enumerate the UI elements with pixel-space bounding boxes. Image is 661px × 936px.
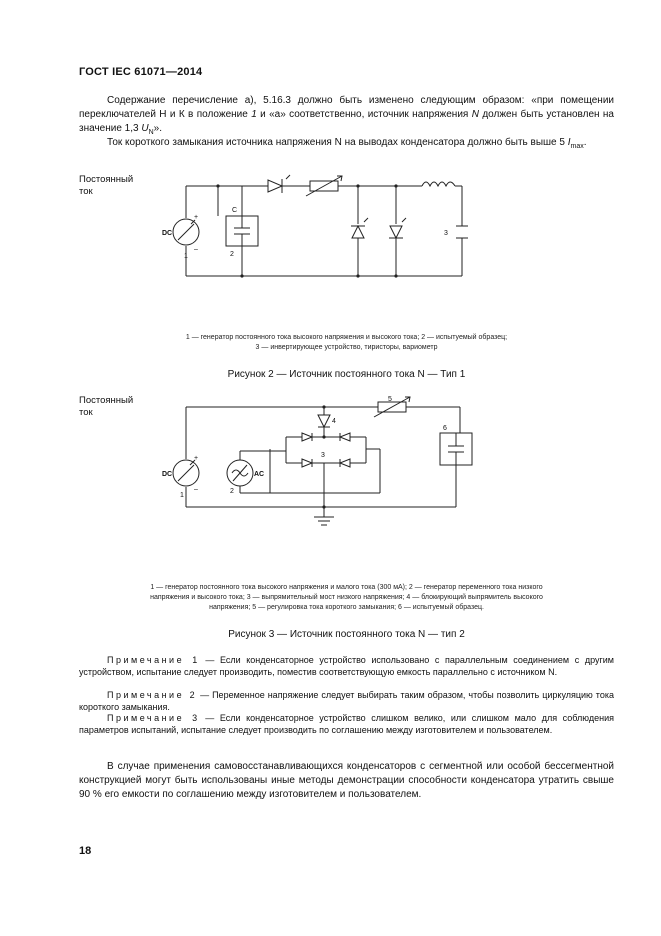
intro-paragraph-1: Содержание перечисление а), 5.16.3 должн…	[79, 94, 614, 140]
note-1: Примечание 1 — Если конденсаторное устро…	[79, 655, 614, 678]
fig3-label-5: 5	[388, 396, 392, 403]
fig2-minus: –	[194, 246, 198, 253]
fig3-side-label: Постоянный ток	[79, 395, 133, 419]
fig2-label-1: 1	[184, 253, 188, 260]
fig3-caption-line3: напряжения; 5 — регулировка тока коротко…	[209, 604, 484, 611]
fig3-side-label-line1: Постоянный	[79, 395, 134, 406]
fig2-label-3: 3	[444, 230, 448, 237]
fig3-title: Рисунок 3 — Источник постоянного тока N …	[228, 629, 465, 640]
fig3-plus: +	[194, 455, 198, 462]
intro-imax-symbol: I	[567, 137, 571, 148]
document-header: ГОСТ IEC 61071—2014	[79, 66, 203, 78]
fig3-caption-line2: напряжения и высокого тока; 3 — выпрямит…	[150, 594, 543, 601]
intro-position-number: 1	[251, 109, 257, 120]
fig2-plus: +	[194, 214, 198, 221]
fig3-label-4: 4	[332, 418, 336, 425]
intro-p2-end: .	[583, 137, 587, 148]
note-1-text: — Если конденсаторное устройство использ…	[79, 655, 614, 677]
fig2-caption: 1 — генератор постоянного тока высокого …	[79, 333, 614, 353]
intro-imax-sub: max	[570, 143, 584, 150]
fig3-caption: 1 — генератор постоянного тока высокого …	[79, 583, 614, 613]
note-2-text: — Переменное напряжение следует выбирать…	[79, 690, 614, 712]
note-2: Примечание 2 — Переменное напряжение сле…	[79, 690, 614, 713]
intro-text-a: Содержание перечисление а), 5.16.3 должн…	[79, 95, 614, 120]
fig3-label-6: 6	[443, 425, 447, 432]
note-2-label: Примечание 2	[107, 690, 198, 700]
intro-source-n: N	[471, 109, 479, 120]
fig2-dc-label: DC	[162, 230, 172, 237]
fig2-side-label: Постоянный ток	[79, 174, 133, 198]
fig3-label-1: 1	[180, 492, 184, 499]
page-number: 18	[79, 845, 92, 857]
fig3-dc-label: DC	[162, 471, 172, 478]
note-3-text: — Если конденсаторное устройство слишком…	[79, 713, 614, 735]
intro-p2-text: Ток короткого замыкания источника напряж…	[107, 137, 565, 148]
fig3-side-label-line2: ток	[79, 407, 93, 418]
fig2-circuit-diagram: DC 1 + – C 2 3	[162, 174, 468, 278]
note-3-label: Примечание 3	[107, 713, 200, 723]
fig2-caption-line2: 3 — инвертирующее устройство, тиристоры,…	[255, 344, 438, 351]
intro-text-d: ».	[153, 123, 162, 134]
fig3-caption-line1: 1 — генератор постоянного тока высокого …	[150, 584, 543, 591]
fig2-title: Рисунок 2 — Источник постоянного тока N …	[227, 369, 466, 380]
fig3-minus: –	[194, 486, 198, 493]
intro-text-b: и «а» соответственно, источник напряжени…	[260, 109, 469, 120]
fig3-circuit-diagram: DC + – 1 AC 2 3 4 5 6	[162, 396, 473, 526]
closing-paragraph: В случае применения самовосстанавливающи…	[79, 761, 614, 800]
fig3-label-2: 2	[230, 488, 234, 495]
fig2-label-2: 2	[230, 251, 234, 258]
intro-un-symbol: U	[141, 123, 149, 134]
intro-text-c: должен быть установлен на значение 1,3	[79, 109, 614, 134]
note-1-label: Примечание 1	[107, 655, 200, 665]
fig3-label-3: 3	[321, 452, 325, 459]
intro-paragraph-2: Ток короткого замыкания источника напряж…	[79, 136, 614, 154]
fig2-side-label-line2: ток	[79, 186, 93, 197]
intro-un-sub: N	[148, 129, 154, 136]
fig2-caption-line1: 1 — генератор постоянного тока высокого …	[185, 334, 508, 341]
fig2-label-c: C	[232, 207, 237, 214]
note-3: Примечание 3 — Если конденсаторное устро…	[79, 713, 614, 736]
fig3-ac-label: AC	[254, 471, 264, 478]
fig2-side-label-line1: Постоянный	[79, 174, 134, 185]
